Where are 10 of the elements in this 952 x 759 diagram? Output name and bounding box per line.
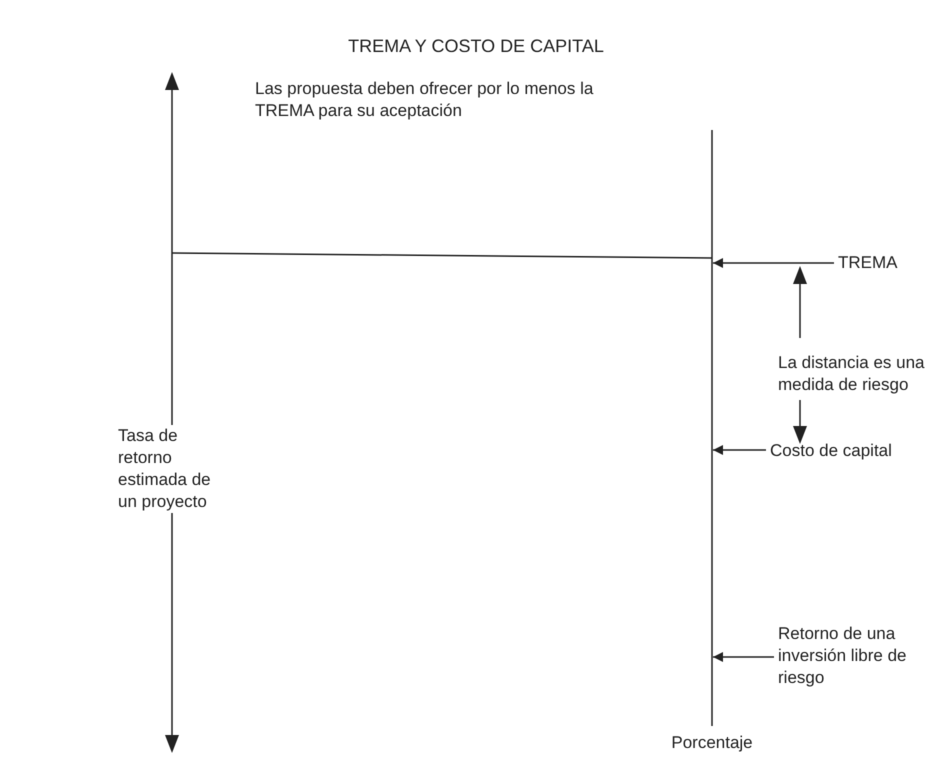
callout-text: TREMA [838, 252, 928, 274]
annotation-text: Porcentaje [670, 732, 754, 754]
callout-text: Retorno de una inversión libre de riesgo [778, 623, 948, 689]
arrow [713, 445, 766, 455]
arrow [713, 652, 774, 662]
callout-text: Costo de capital [770, 440, 950, 462]
annotation-text: Las propuesta deben ofrecer por lo menos la TREMA para su aceptación [255, 78, 594, 122]
annotation-text: La distancia es una medida de riesgo [778, 352, 926, 396]
diagram-title: TREMA Y COSTO DE CAPITAL [347, 36, 605, 57]
arrow [713, 258, 834, 268]
